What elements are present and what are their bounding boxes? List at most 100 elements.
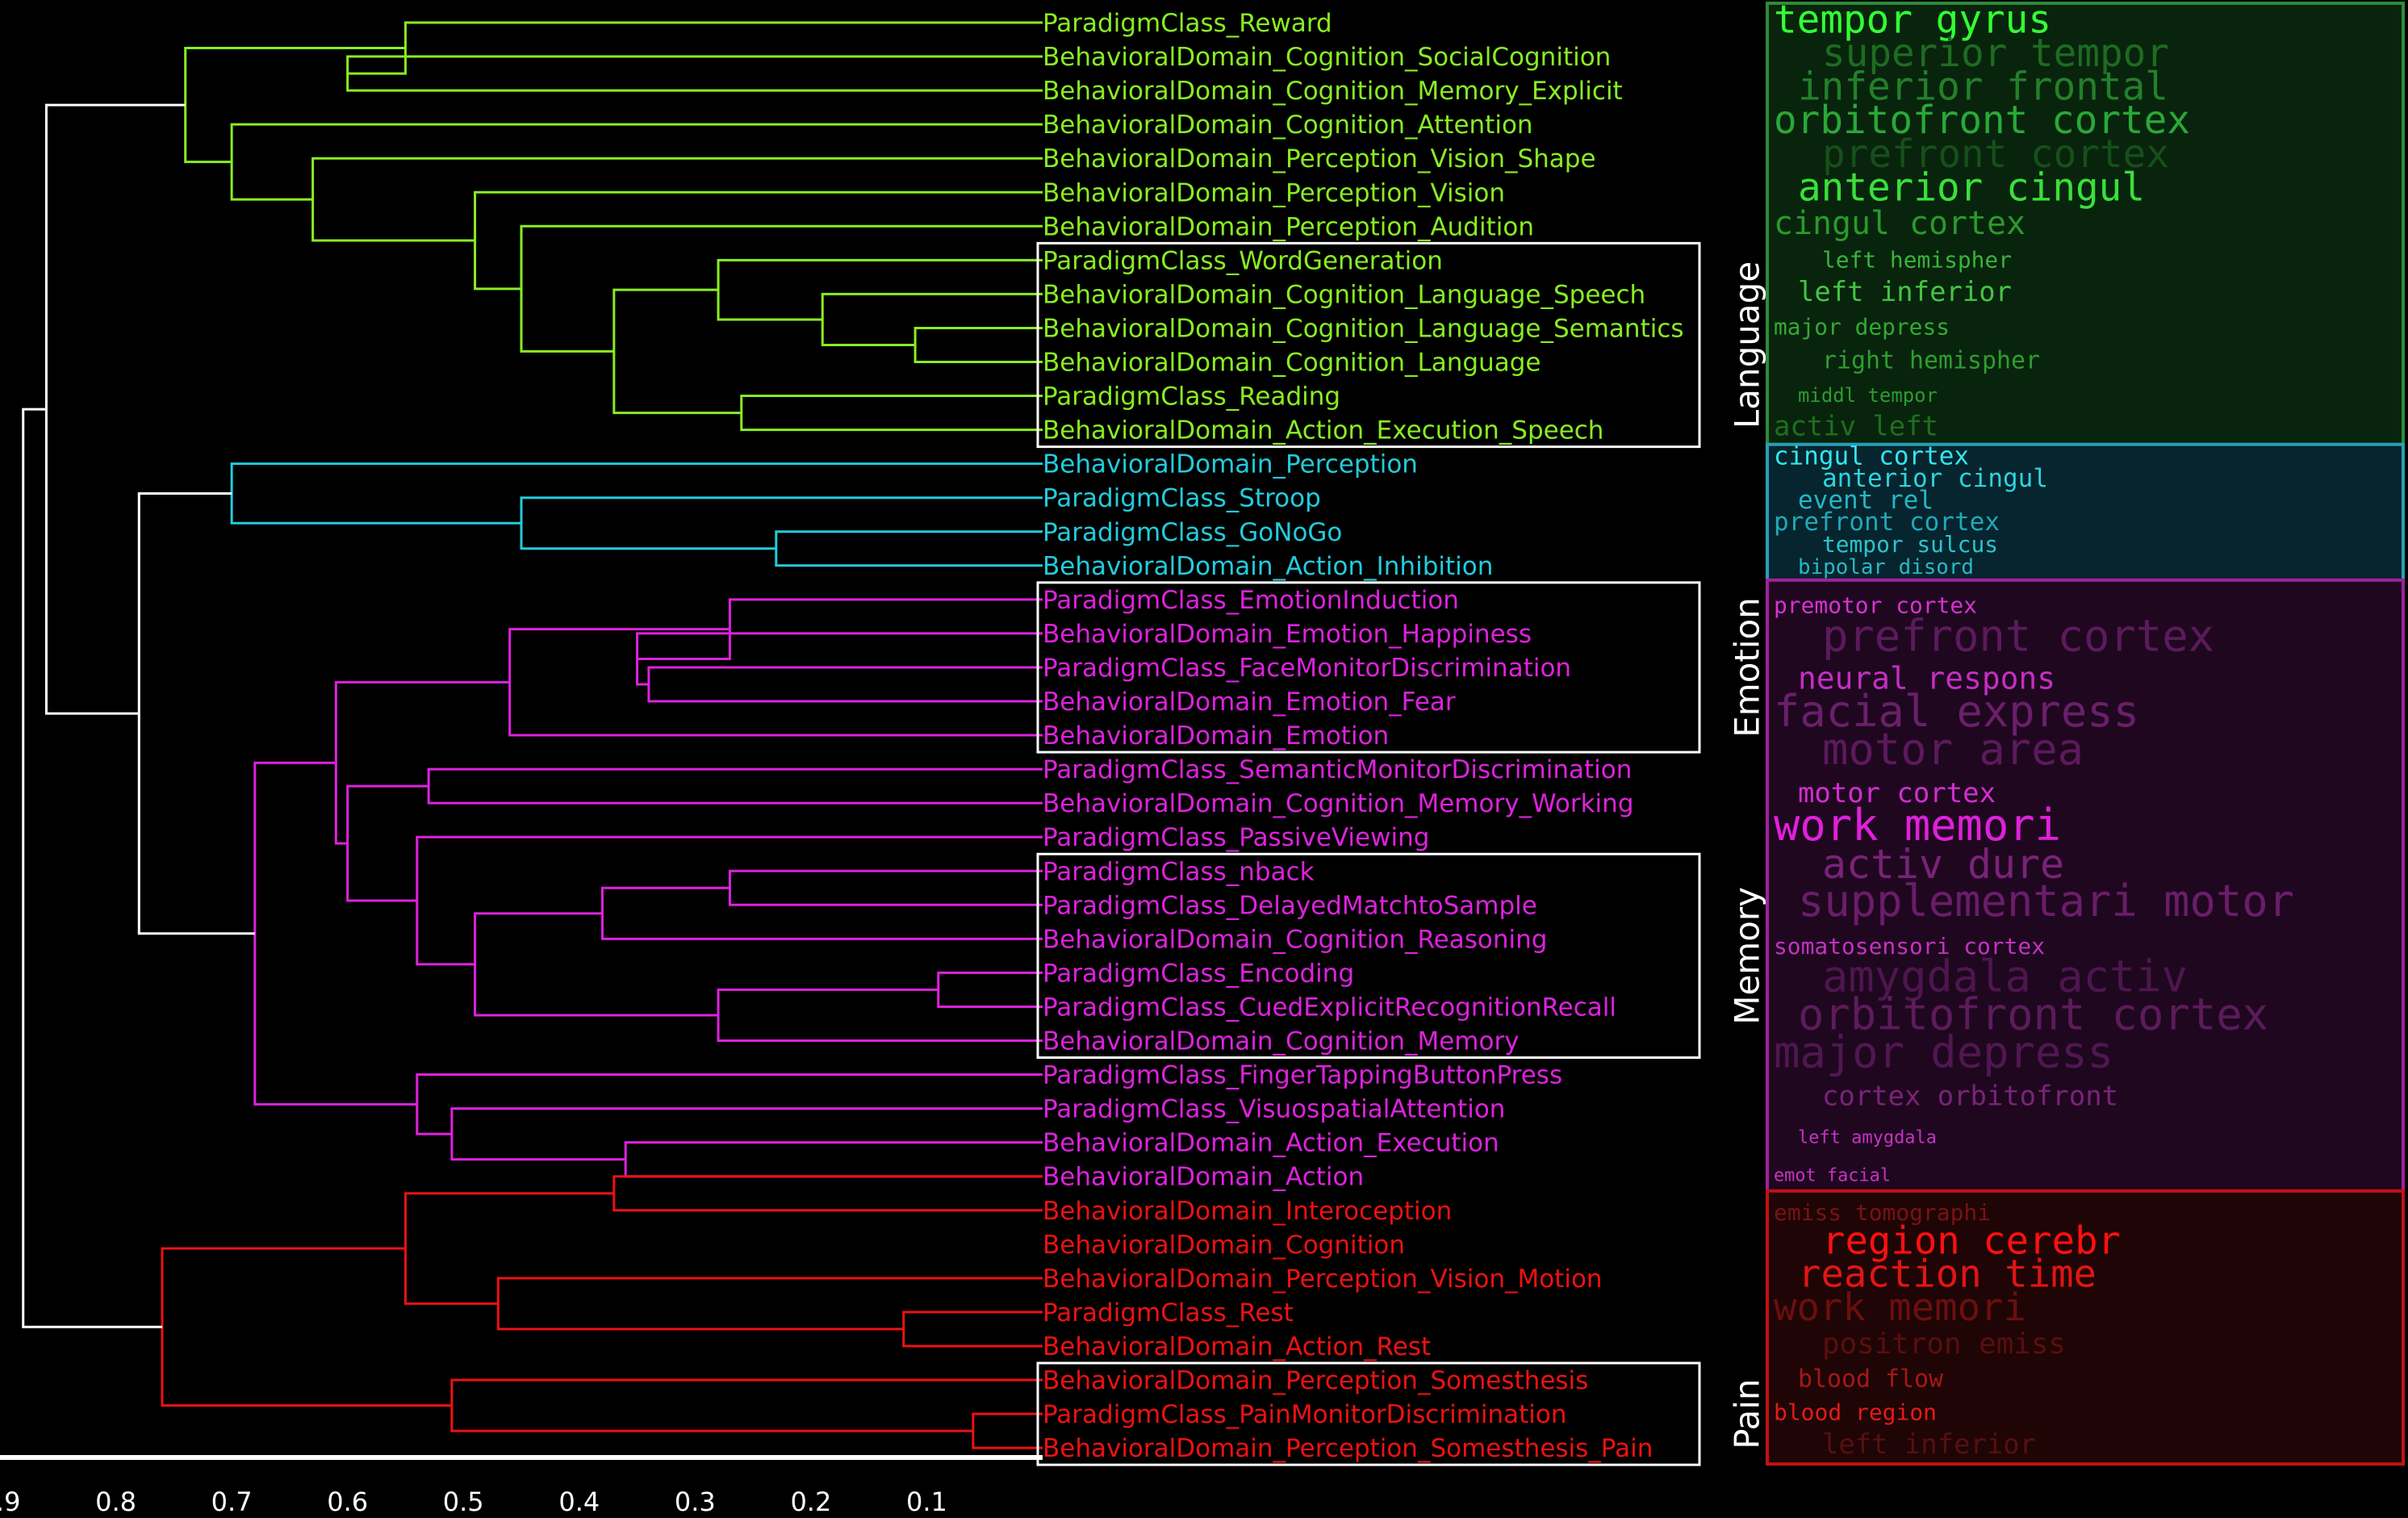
leaf-label: ParadigmClass_GoNoGo — [1043, 518, 1342, 547]
wordcloud-term: emiss tomographi — [1774, 1199, 1991, 1226]
wordcloud-term: left inferior — [1798, 276, 2012, 308]
leaf-label: BehavioralDomain_Action_Execution — [1043, 1129, 1499, 1158]
dendrogram-link — [474, 912, 719, 1017]
leaf-label: BehavioralDomain_Cognition_Memory_Workin… — [1043, 789, 1634, 818]
dendrogram-links — [22, 21, 1043, 1449]
axis-tick-label: 0.3 — [675, 1487, 716, 1517]
group-box — [1036, 581, 1701, 754]
group-box — [1036, 852, 1701, 1059]
dendrogram-link — [184, 47, 406, 164]
leaf-label: ParadigmClass_DelayedMatchtoSample — [1043, 891, 1537, 920]
wordcloud-term: cortex orbitofront — [1822, 1081, 2118, 1113]
group-label: Emotion — [1728, 597, 1767, 738]
wordcloud-term: facial express — [1774, 686, 2139, 737]
wordcloud-term: reaction time — [1798, 1252, 2097, 1297]
wordcloud-term: right hemispher — [1822, 346, 2040, 374]
leaf-label: ParadigmClass_SemanticMonitorDiscriminat… — [1043, 755, 1632, 784]
axis-tick-label: 0.8 — [95, 1487, 136, 1517]
dendrogram-link — [161, 1247, 452, 1407]
wordcloud-term: prefront cortex — [1774, 508, 2000, 537]
wordcloud-term: inferior frontal — [1798, 65, 2168, 110]
leaf-label: BehavioralDomain_Emotion_Fear — [1043, 688, 1456, 717]
leaf-label: BehavioralDomain_Cognition_Language_Sema… — [1043, 314, 1684, 343]
leaf-label: BehavioralDomain_Action_Inhibition — [1043, 552, 1493, 581]
cluster-group-boxes — [1036, 241, 1701, 1466]
wordcloud-term: prefront cortex — [1822, 610, 2214, 661]
group-box — [1036, 1361, 1701, 1466]
leaf-label: BehavioralDomain_Perception_Vision_Shape — [1043, 144, 1596, 174]
wordcloud-term: emot facial — [1774, 1165, 1891, 1186]
leaf-label: BehavioralDomain_Perception_Audition — [1043, 212, 1534, 241]
leaf-label: ParadigmClass_nback — [1043, 857, 1315, 886]
leaf-label: ParadigmClass_PassiveViewing — [1043, 823, 1429, 852]
leaf-label: BehavioralDomain_Action — [1043, 1163, 1364, 1192]
wordcloud-term: anterior cingul — [1822, 464, 2048, 493]
leaf-label: ParadigmClass_VisuospatialAttention — [1043, 1095, 1505, 1124]
leaf-label: ParadigmClass_FaceMonitorDiscrimination — [1043, 654, 1571, 683]
wordcloud-term: left inferior — [1822, 1428, 2036, 1461]
axis-tick-label: 0.1 — [906, 1487, 947, 1517]
wordcloud-term: blood region — [1774, 1399, 1937, 1426]
leaf-label: ParadigmClass_WordGeneration — [1043, 246, 1443, 275]
wordcloud-term: anterior cingul — [1798, 165, 2145, 210]
wordcloud-term: motor area — [1822, 724, 2084, 775]
wordcloud-term: premotor cortex — [1774, 592, 1977, 618]
axis-tick-label: 0.2 — [790, 1487, 831, 1517]
wordcloud-term: amygdala activ — [1822, 951, 2188, 1002]
wordcloud-term: superior tempor — [1822, 31, 2169, 76]
leaf-label: ParadigmClass_FingerTappingButtonPress — [1043, 1061, 1562, 1090]
leaf-label: BehavioralDomain_Action_Execution_Speech — [1043, 416, 1603, 445]
dendrogram-link — [600, 886, 1043, 940]
leaf-label: ParadigmClass_Stroop — [1043, 484, 1321, 513]
leaf-label: BehavioralDomain_Cognition_Language_Spee… — [1043, 280, 1645, 309]
leaf-label: ParadigmClass_Reward — [1043, 9, 1332, 38]
axis-tick-label: 0.7 — [211, 1487, 253, 1517]
axis-tick-label: 0.4 — [558, 1487, 600, 1517]
dendrogram-link — [137, 491, 255, 935]
axis-tick-label: 0.5 — [443, 1487, 484, 1517]
wordcloud-term: left amygdala — [1798, 1127, 1937, 1148]
leaf-label: BehavioralDomain_Emotion_Happiness — [1043, 620, 1532, 649]
group-label: Language — [1728, 261, 1767, 429]
wordcloud-term: left hemispher — [1822, 247, 2012, 274]
wordcloud-term: positron emiss — [1822, 1328, 2066, 1361]
wordcloud-term: event rel — [1798, 486, 1934, 515]
axis-tick-label: 0.9 — [0, 1487, 20, 1517]
wordcloud-term: middl tempor — [1798, 384, 1938, 407]
dendrogram-link — [474, 190, 1043, 291]
wordcloud-term: somatosensori cortex — [1774, 933, 2045, 960]
leaf-label: BehavioralDomain_Cognition_Language — [1043, 349, 1541, 378]
group-box — [1036, 241, 1701, 449]
wordcloud-term: blood flow — [1798, 1365, 1944, 1393]
group-label: Pain — [1728, 1378, 1767, 1449]
dendrogram-link — [972, 1412, 1043, 1449]
leaf-label: BehavioralDomain_Perception_Somesthesis_… — [1043, 1434, 1653, 1463]
leaf-label: BehavioralDomain_Cognition_Memory_Explic… — [1043, 77, 1623, 106]
wordcloud-panel — [1766, 2, 2405, 448]
wordcloud-term: cingul cortex — [1774, 442, 1969, 471]
wordcloud-term: region cerebr — [1822, 1219, 2121, 1263]
wordcloud-term: activ left — [1774, 410, 1938, 442]
wordcloud-term: work memori — [1774, 1286, 2026, 1330]
wordcloud-panel — [1766, 578, 2405, 1194]
leaf-label: BehavioralDomain_Cognition_Reasoning — [1043, 925, 1547, 954]
leaf-label: ParadigmClass_Reading — [1043, 383, 1340, 412]
leaf-label: BehavioralDomain_Cognition_Attention — [1043, 111, 1533, 140]
leaf-label: BehavioralDomain_Cognition — [1043, 1231, 1405, 1260]
dendrogram-link — [346, 784, 429, 902]
dendrogram-link — [427, 767, 1043, 805]
wordcloud-term: supplementari motor — [1798, 876, 2294, 926]
group-label: Memory — [1728, 887, 1767, 1025]
wordcloud-term: major depress — [1774, 1027, 2113, 1078]
wordcloud-panel — [1766, 442, 2405, 583]
wordcloud-term: major depress — [1774, 314, 1950, 341]
leaf-label: BehavioralDomain_Perception_Somesthesis — [1043, 1366, 1588, 1395]
distance-axis: 0.90.80.70.60.50.40.30.20.1 — [0, 1455, 1043, 1517]
wordcloud-term: work memori — [1774, 800, 2061, 851]
leaf-label: BehavioralDomain_Cognition_Memory — [1043, 1027, 1520, 1056]
